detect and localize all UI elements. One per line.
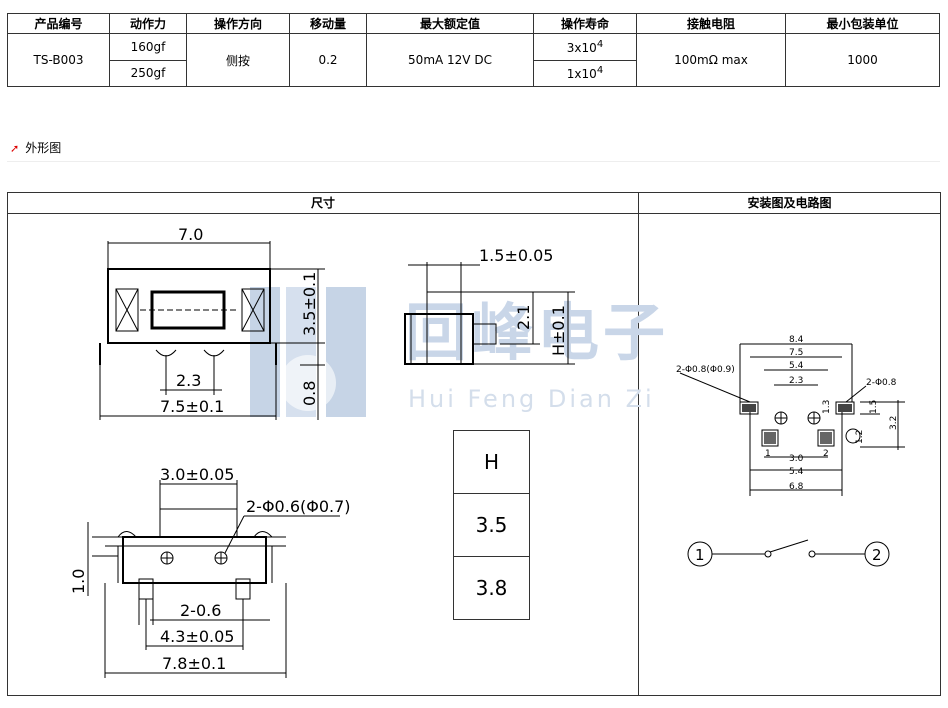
cell-life-2: 1x104 xyxy=(533,59,637,87)
header-travel: 移动量 xyxy=(289,13,367,34)
cell-travel: 0.2 xyxy=(289,33,367,87)
h-table-value: 3.8 xyxy=(453,556,530,620)
watermark-text: 回峰电子 xyxy=(405,296,670,369)
watermark-subtext: Hui Feng Dian Zi xyxy=(408,385,655,413)
header-life: 操作寿命 xyxy=(533,13,637,34)
header-direction: 操作方向 xyxy=(186,13,290,34)
dims-header: 尺寸 xyxy=(8,193,638,214)
header-min-pack: 最小包装单位 xyxy=(785,13,940,34)
spec-table: 产品编号 动作力 操作方向 移动量 最大额定值 操作寿命 接触电阻 最小包装单位… xyxy=(7,13,940,87)
cell-rating: 50mA 12V DC xyxy=(366,33,534,87)
divider xyxy=(638,193,639,695)
h-table-header: H xyxy=(453,430,530,494)
section-title: ➚外形图 xyxy=(10,141,62,155)
cell-min-pack: 1000 xyxy=(785,33,940,87)
cell-direction: 侧按 xyxy=(186,33,290,87)
cell-part-no: TS-B003 xyxy=(7,33,110,87)
header-rating: 最大额定值 xyxy=(366,13,534,34)
arrow-icon: ➚ xyxy=(10,142,20,155)
header-force: 动作力 xyxy=(109,13,187,34)
header-part-no: 产品编号 xyxy=(7,13,110,34)
cell-resistance: 100mΩ max xyxy=(636,33,786,87)
install-header: 安装图及电路图 xyxy=(639,193,940,214)
watermark-logo-icon xyxy=(250,287,366,417)
header-resistance: 接触电阻 xyxy=(636,13,786,34)
h-table-value: 3.5 xyxy=(453,493,530,557)
spec-header-row: 产品编号 动作力 操作方向 移动量 最大额定值 操作寿命 接触电阻 最小包装单位 xyxy=(7,13,940,34)
drawing-frame: 尺寸 安装图及电路图 xyxy=(7,192,941,696)
divider xyxy=(7,161,940,162)
cell-force-1: 160gf xyxy=(109,33,187,61)
cell-life-1: 3x104 xyxy=(533,33,637,61)
cell-force-2: 250gf xyxy=(109,59,187,87)
h-table: H 3.5 3.8 xyxy=(453,430,530,620)
